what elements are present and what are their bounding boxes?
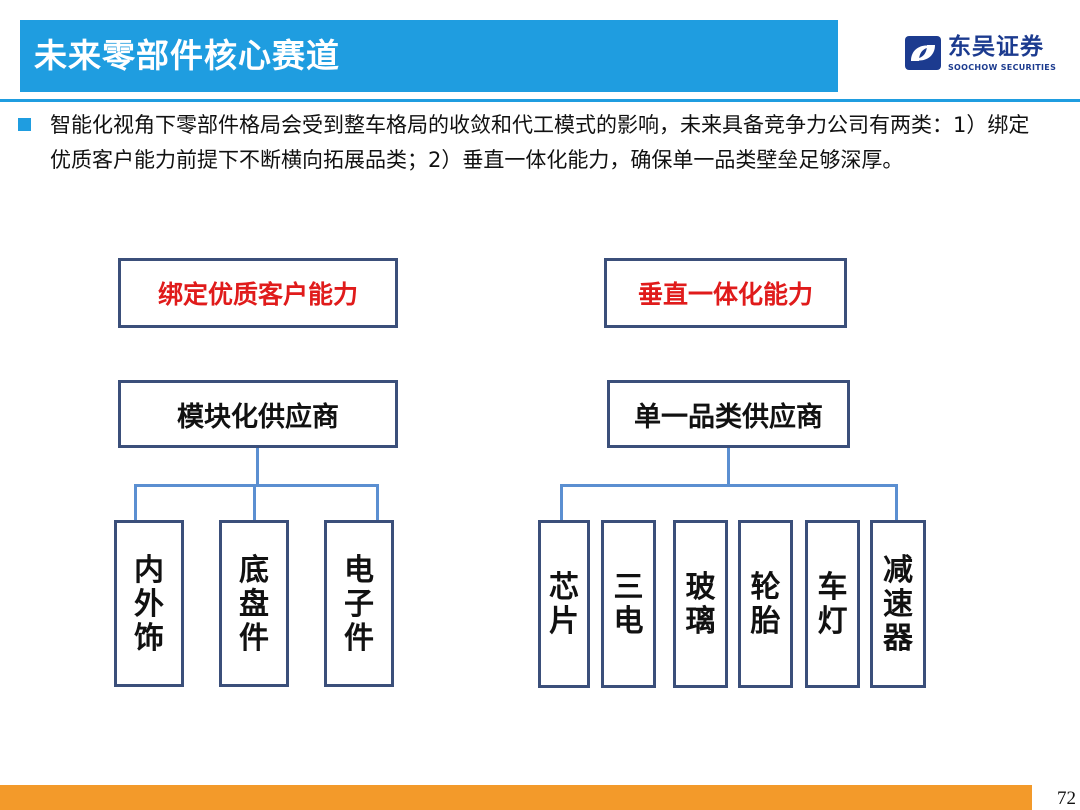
supplier-label-right: 单一品类供应商: [634, 401, 823, 433]
category-char: 三: [613, 570, 644, 605]
connector-line: [253, 484, 256, 521]
connector-line: [376, 484, 379, 521]
connector-line: [256, 448, 259, 484]
category-char: 内: [134, 552, 164, 588]
category-char: 器: [883, 621, 913, 656]
title-bar: 未来零部件核心赛道: [20, 20, 838, 92]
category-box: 车 灯: [805, 520, 860, 688]
connector-line: [895, 484, 898, 521]
connector-line: [560, 484, 898, 487]
category-box: 内 外 饰: [114, 520, 184, 687]
connector-line: [727, 448, 730, 484]
soochow-logo-icon: [905, 36, 941, 70]
category-box: 芯 片: [538, 520, 590, 688]
category-char: 盘: [239, 586, 269, 622]
category-char: 车: [817, 570, 848, 605]
category-char: 玻: [685, 570, 716, 605]
company-logo: 东吴证券 SOOCHOW SECURITIES: [903, 33, 1063, 77]
connector-line: [560, 484, 563, 521]
category-box: 底 盘 件: [219, 520, 289, 687]
category-box: 减 速 器: [870, 520, 926, 688]
category-char: 芯: [549, 570, 579, 605]
intro-paragraph: 智能化视角下零部件格局会受到整车格局的收敛和代工模式的影响，未来具备竞争力公司有…: [50, 113, 1030, 172]
category-char: 璃: [685, 604, 716, 639]
category-box: 轮 胎: [738, 520, 793, 688]
category-char: 子: [344, 586, 374, 622]
category-box: 三 电: [601, 520, 656, 688]
supplier-label-left: 模块化供应商: [177, 401, 339, 433]
page-title: 未来零部件核心赛道: [34, 36, 340, 75]
footer-bar: [0, 785, 1032, 810]
page-number: 72: [1057, 788, 1076, 809]
category-char: 外: [134, 586, 164, 622]
category-char: 饰: [134, 620, 164, 656]
category-char: 灯: [817, 604, 848, 639]
bullet-square-icon: [18, 118, 31, 131]
category-box: 玻 璃: [673, 520, 728, 688]
category-char: 减: [883, 553, 913, 588]
category-char: 件: [239, 620, 269, 656]
category-char: 底: [239, 552, 269, 588]
category-box: 电 子 件: [324, 520, 394, 687]
connector-line: [134, 484, 137, 521]
connector-line: [134, 484, 379, 487]
header-divider: [0, 99, 1080, 102]
category-char: 件: [344, 620, 374, 656]
capability-box-right: 垂直一体化能力: [604, 258, 847, 328]
category-char: 胎: [750, 604, 781, 639]
category-char: 片: [549, 604, 579, 639]
supplier-box-left: 模块化供应商: [118, 380, 398, 448]
supplier-box-right: 单一品类供应商: [607, 380, 850, 448]
capability-label-right: 垂直一体化能力: [637, 280, 813, 309]
capability-label-left: 绑定优质客户能力: [157, 280, 358, 309]
category-char: 电: [344, 552, 374, 588]
category-char: 轮: [750, 570, 781, 605]
logo-english-name: SOOCHOW SECURITIES: [948, 63, 1057, 72]
category-char: 速: [883, 587, 913, 622]
category-char: 电: [613, 604, 644, 639]
logo-chinese-name: 东吴证券: [948, 34, 1044, 60]
capability-box-left: 绑定优质客户能力: [118, 258, 398, 328]
